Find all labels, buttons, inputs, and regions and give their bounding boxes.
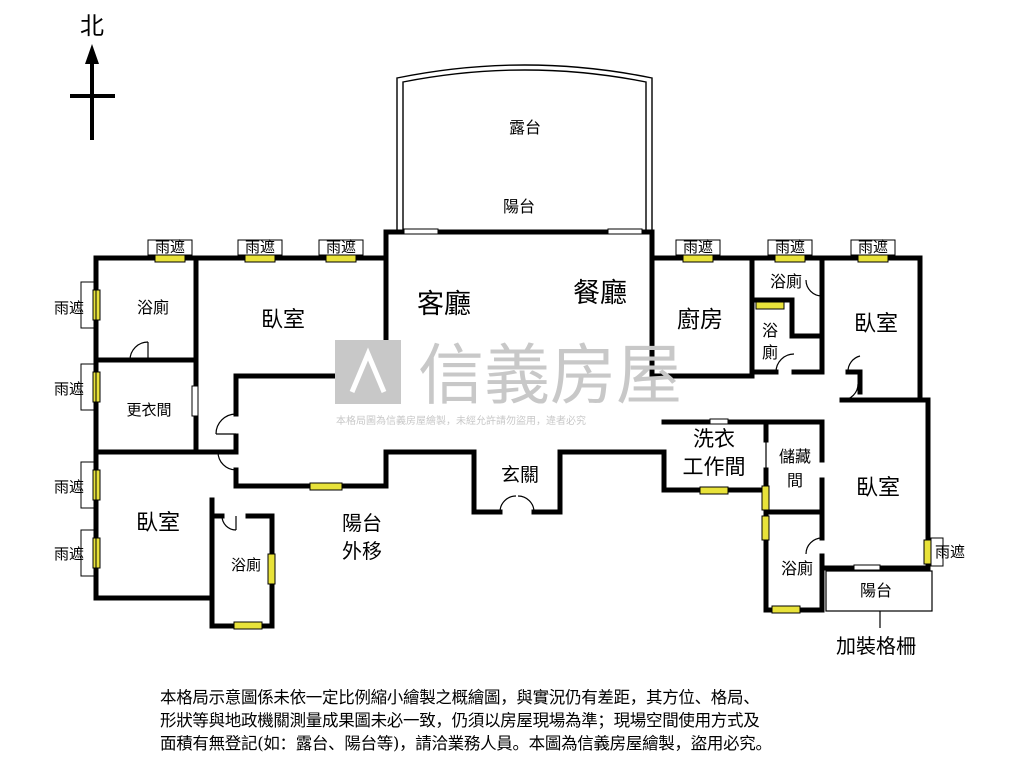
watermark-note: 本格局圖為信義房屋繪製，未經允許請勿盜用，違者必究 xyxy=(336,414,586,427)
awning-label: 雨遮 xyxy=(683,238,713,256)
label-storage-1: 儲藏 xyxy=(779,447,811,466)
awning-label: 雨遮 xyxy=(935,543,965,561)
label-balcony-top: 陽台 xyxy=(503,197,535,216)
terrace-outline xyxy=(396,64,653,232)
label-balcony-moved-1: 陽台 xyxy=(342,511,382,535)
label-bath-se: 浴廁 xyxy=(781,559,813,578)
awning-label: 雨遮 xyxy=(54,299,84,317)
sliding-doors xyxy=(191,228,881,571)
awning-label: 雨遮 xyxy=(155,238,185,256)
disclaimer-line: 形狀等與地政機關測量成果圖未必一致，仍須以房屋現場為準；現場空間使用方式及 xyxy=(160,711,760,730)
label-bedroom-se: 臥室 xyxy=(856,476,900,501)
doors xyxy=(129,279,861,555)
label-storage-2: 間 xyxy=(787,471,803,490)
awning-label: 雨遮 xyxy=(245,238,275,256)
awning-label: 雨遮 xyxy=(54,380,84,398)
label-bedroom-sw: 臥室 xyxy=(136,511,180,536)
label-bath-nw: 浴廁 xyxy=(137,298,169,317)
north-label: 北 xyxy=(80,12,104,40)
label-laundry-2: 工作間 xyxy=(683,455,746,479)
label-laundry-1: 洗衣 xyxy=(693,427,735,451)
label-grille-note: 加裝格柵 xyxy=(836,634,916,658)
label-balcony-se: 陽台 xyxy=(860,581,892,600)
label-bath-ne-mid-1: 浴 xyxy=(762,321,778,340)
awning-label: 雨遮 xyxy=(858,238,888,256)
label-terrace: 露台 xyxy=(509,118,541,137)
label-kitchen: 廚房 xyxy=(677,307,723,333)
disclaimer-line: 本格局示意圖係未依一定比例縮小繪製之概繪圖，與實況仍有差距，其方位、格局、 xyxy=(160,688,760,707)
label-bedroom-ne: 臥室 xyxy=(854,312,898,337)
disclaimer-line: 面積有無登記(如：露台、陽台等)，請洽業務人員。本圖為信義房屋繪製，盜用必究。 xyxy=(160,734,772,753)
awning-outlines xyxy=(80,239,944,577)
label-bath-ne-mid-2: 廁 xyxy=(762,343,778,362)
awning-label: 雨遮 xyxy=(54,545,84,563)
watermark-brand: 信義房屋 xyxy=(418,337,682,414)
label-living-room: 客廳 xyxy=(417,289,471,320)
label-bath-ne-top: 浴廁 xyxy=(770,272,802,291)
watermark: 信義房屋 本格局圖為信義房屋繪製，未經允許請勿盜用，違者必究 xyxy=(335,337,682,427)
awning-label: 雨遮 xyxy=(54,478,84,496)
label-bedroom-nw: 臥室 xyxy=(261,308,305,333)
disclaimer: 本格局示意圖係未依一定比例縮小繪製之概繪圖，與實況仍有差距，其方位、格局、 形狀… xyxy=(160,686,920,755)
label-entrance: 玄關 xyxy=(501,464,539,486)
label-closet: 更衣間 xyxy=(126,401,171,419)
awning-label: 雨遮 xyxy=(326,238,356,256)
label-bath-sw: 浴廁 xyxy=(231,556,261,574)
label-balcony-moved-2: 外移 xyxy=(342,539,382,563)
label-dining-room: 餐廳 xyxy=(573,278,627,309)
north-arrow-icon xyxy=(70,44,115,140)
awning-label: 雨遮 xyxy=(775,238,805,256)
